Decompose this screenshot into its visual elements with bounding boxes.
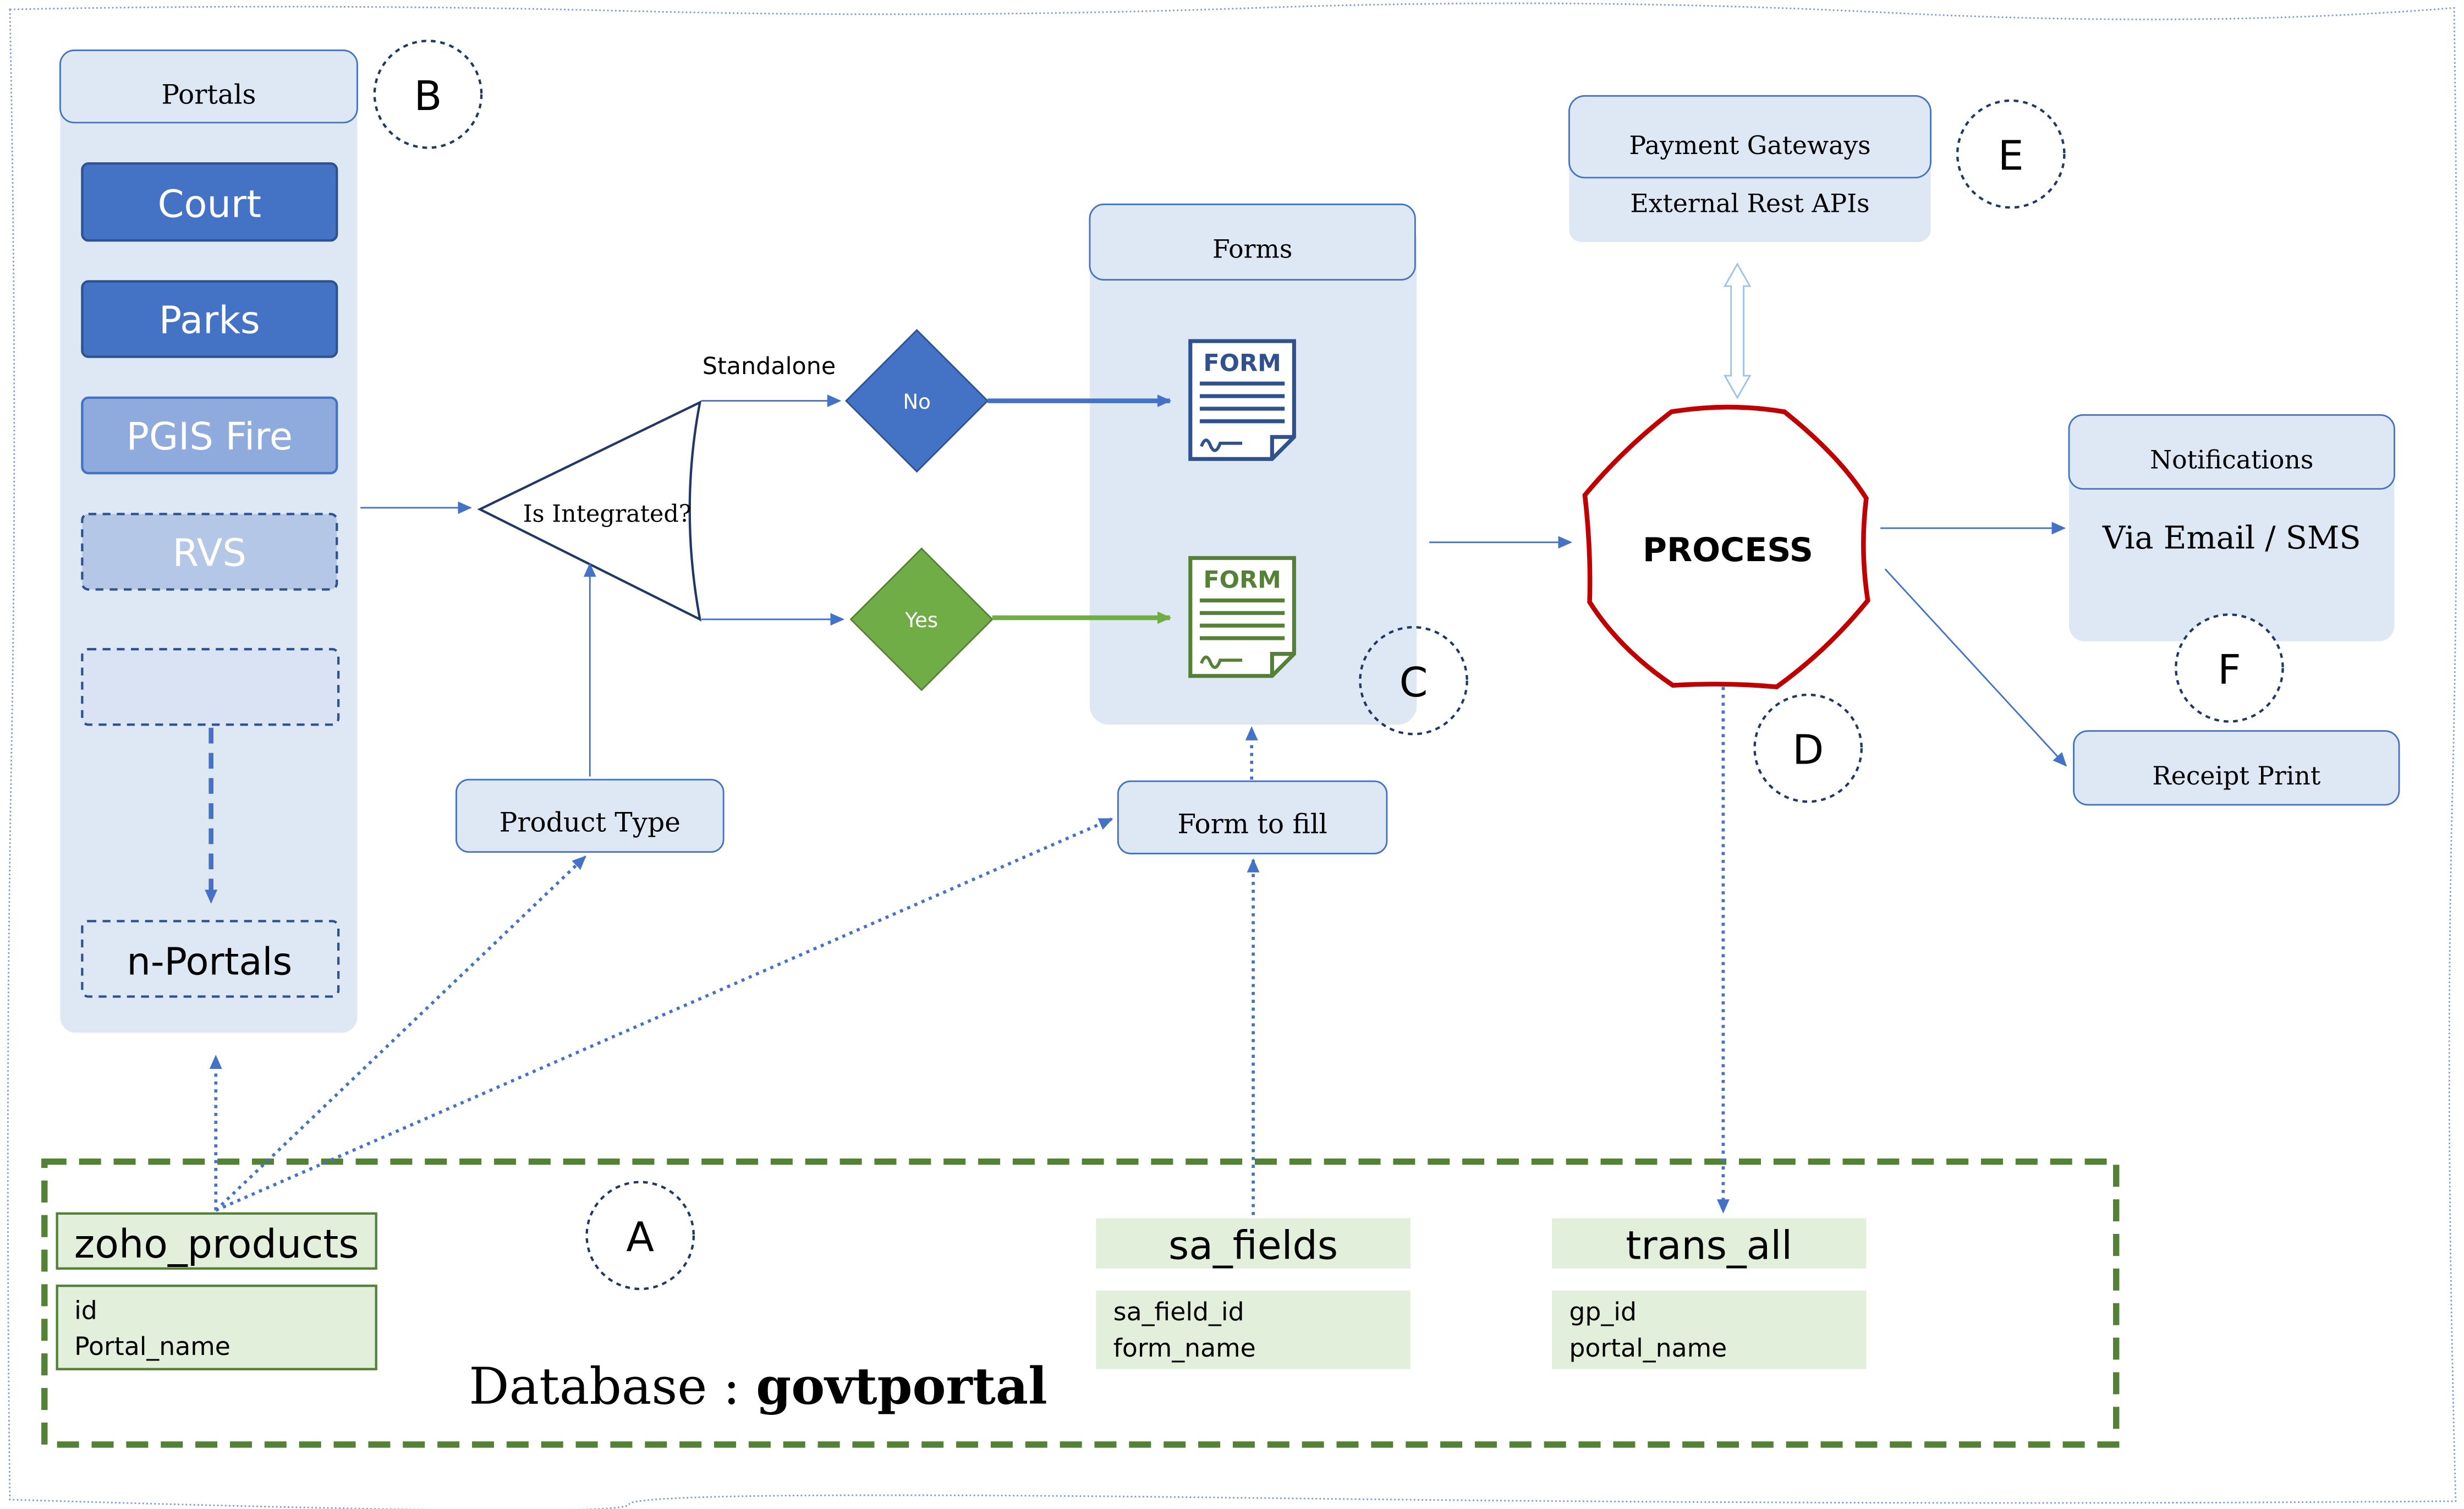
table-field: sa_field_id — [1113, 1297, 1244, 1326]
forms-header — [1089, 204, 1416, 281]
form-to-fill-label: Form to fill — [1177, 809, 1327, 839]
svg-text:C: C — [1400, 659, 1428, 706]
forms-header-label: Forms — [1212, 235, 1292, 264]
portal-court-label: Court — [158, 182, 261, 226]
no-diamond: No — [845, 329, 989, 473]
table-trans-all: trans_all gp_id portal_name — [1551, 1218, 1867, 1369]
standalone-label: Standalone — [703, 353, 836, 380]
is-integrated-decision: Is Integrated? — [477, 400, 702, 622]
zoho-to-form-to-fill-arrow — [215, 817, 1113, 1212]
marker-d: D — [1753, 693, 1863, 803]
portal-rvs-label: RVS — [173, 531, 246, 575]
notifications-panel: Notifications Via Email / SMS — [2068, 414, 2395, 641]
portal-rvs-button[interactable]: RVS — [81, 513, 338, 591]
svg-text:D: D — [1792, 726, 1824, 774]
portals-header-label: Portals — [161, 80, 256, 111]
database-label: Database : govtportal — [469, 1357, 1047, 1416]
portal-pgis-fire-button[interactable]: PGIS Fire — [81, 396, 338, 475]
receipt-print-box: Receipt Print — [2073, 730, 2400, 806]
database-name: govtportal — [756, 1357, 1047, 1416]
database-container — [41, 1158, 2120, 1448]
forms-panel: Forms — [1089, 204, 1417, 725]
yes-label: Yes — [904, 608, 938, 632]
portals-header — [59, 50, 358, 124]
svg-text:FORM: FORM — [1203, 567, 1281, 594]
process-node: PROCESS — [1582, 404, 1870, 690]
table-field: Portal_name — [74, 1332, 231, 1361]
n-portals-box: n-Portals — [81, 920, 340, 998]
external-rest-apis-label: External Rest APIs — [1630, 189, 1869, 218]
form-to-fill-box: Form to fill — [1117, 780, 1388, 854]
table-sa-fields: sa_fields sa_field_id form_name — [1096, 1218, 1411, 1369]
no-label: No — [903, 390, 930, 414]
portal-placeholder — [81, 648, 340, 726]
svg-text:B: B — [414, 72, 442, 120]
table-field: gp_id — [1569, 1297, 1637, 1326]
notifications-header — [2068, 414, 2395, 490]
portal-court-button[interactable]: Court — [81, 162, 338, 242]
product-type-label: Product Type — [500, 808, 681, 838]
marker-f: F — [2175, 613, 2284, 723]
table-field: portal_name — [1569, 1334, 1727, 1363]
is-integrated-label: Is Integrated? — [523, 501, 692, 528]
marker-b: B — [373, 40, 483, 149]
product-type-box: Product Type — [455, 778, 725, 853]
integrated-form-icon: FORM — [1188, 556, 1296, 678]
portal-parks-button[interactable]: Parks — [81, 280, 338, 358]
portals-panel: Portals Court Parks PGIS Fire RVS n-Port… — [59, 50, 358, 1033]
zoho-to-product-type-arrow — [215, 855, 586, 1212]
via-email-sms-label: Via Email / SMS — [2102, 520, 2361, 556]
svg-text:FORM: FORM — [1203, 349, 1281, 377]
table-trans-all-name: trans_all — [1626, 1223, 1792, 1269]
n-portals-label: n-Portals — [127, 940, 292, 984]
svg-text:E: E — [1998, 132, 2024, 180]
yes-diamond: Yes — [849, 547, 994, 692]
svg-text:F: F — [2218, 646, 2241, 694]
table-field: form_name — [1113, 1334, 1256, 1363]
marker-a: A — [585, 1181, 695, 1291]
receipt-print-label: Receipt Print — [2152, 761, 2321, 791]
payment-gateways-panel: Payment Gateways External Rest APIs — [1568, 95, 1931, 243]
marker-c: C — [1359, 625, 1468, 736]
payment-gateways-label: Payment Gateways — [1629, 131, 1870, 160]
outer-frame — [7, 2, 2458, 1509]
svg-text:A: A — [626, 1213, 654, 1261]
portal-parks-label: Parks — [159, 299, 260, 343]
table-sa-fields-name: sa_fields — [1168, 1223, 1338, 1269]
notifications-label: Notifications — [2150, 445, 2313, 474]
standalone-form-icon: FORM — [1188, 339, 1296, 461]
table-field: id — [74, 1296, 97, 1325]
process-label: PROCESS — [1643, 531, 1813, 569]
table-zoho-products-name: zoho_products — [74, 1221, 359, 1267]
portal-pgis-fire-label: PGIS Fire — [127, 415, 293, 459]
payment-gateways-header — [1568, 95, 1931, 179]
marker-e: E — [1956, 99, 2066, 209]
process-to-receipt-arrow — [1884, 568, 2067, 767]
payment-process-double-arrow — [1723, 262, 1752, 399]
table-zoho-products: zoho_products id Portal_name — [56, 1212, 377, 1370]
